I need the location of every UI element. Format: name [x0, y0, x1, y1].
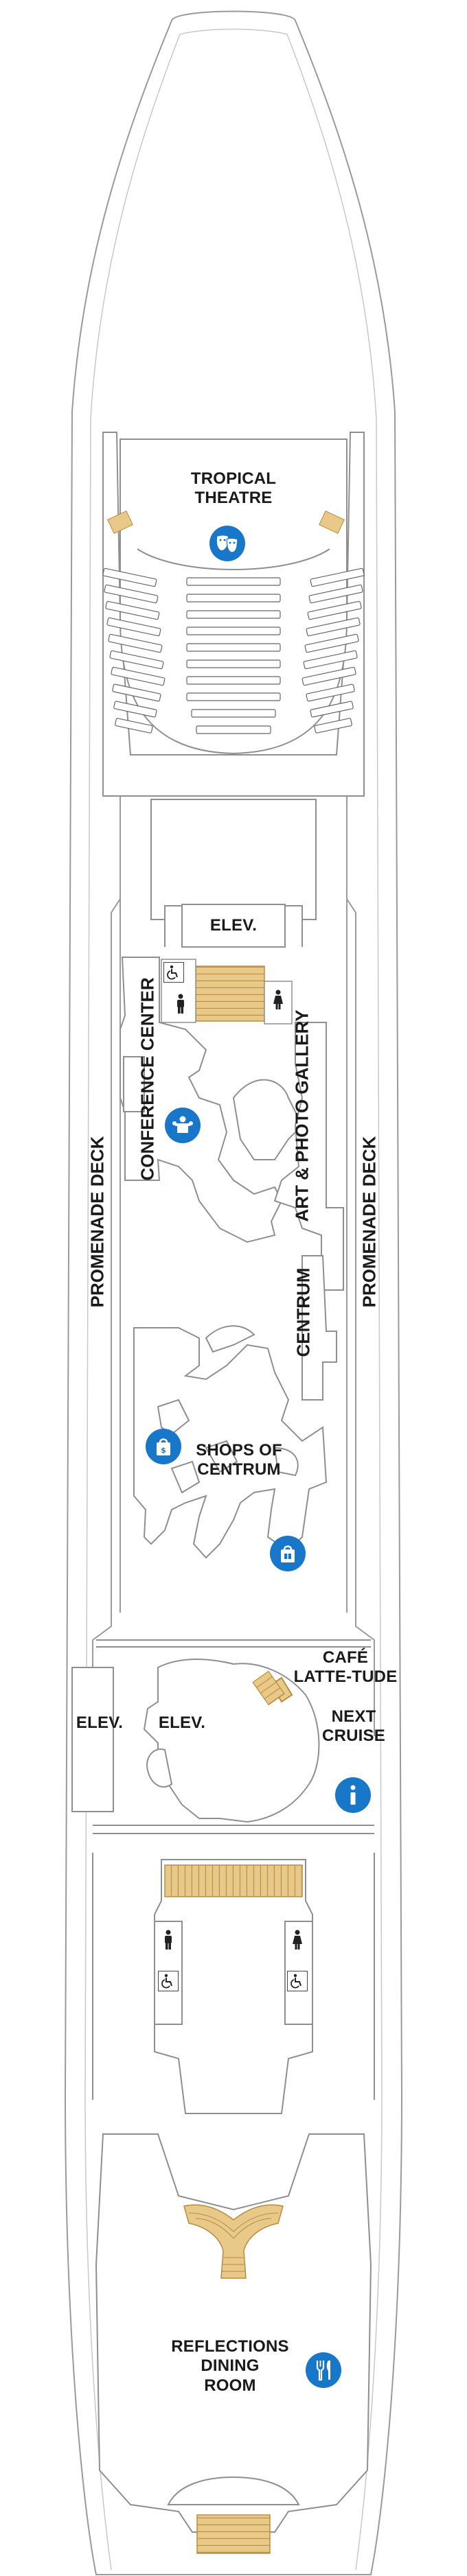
restroom-women-icon [287, 1930, 308, 1950]
theatre-seat-row [186, 627, 281, 635]
centrum-label: CENTRUM [293, 1267, 314, 1357]
theatre-seat-row [186, 692, 281, 701]
theatre-seat-row [301, 666, 356, 686]
gift-bag-icon [270, 1536, 306, 1571]
shops-area [133, 1325, 328, 1559]
theatre-seat-row [306, 617, 361, 637]
accessible-icon [163, 962, 184, 983]
theatre-seat-row [186, 610, 281, 619]
shops-of-centrum-label: SHOPS OF CENTRUM [196, 1441, 282, 1479]
dining-room-area [95, 2133, 372, 2533]
stairs-upper [195, 965, 265, 1022]
promenade-deck-left-label: PROMENADE DECK [87, 1136, 108, 1308]
theatre-seat-row [307, 600, 362, 620]
theatre-seat-row [106, 617, 161, 637]
theatre-seat-row [105, 600, 160, 620]
theatre-seat-row [306, 683, 355, 702]
theatre-seat-row [310, 567, 365, 587]
theatre-seat-row [186, 676, 281, 685]
conference-center-label: CONFERENCE CENTER [137, 977, 158, 1181]
theatre-seat-row [186, 659, 281, 668]
theatre-seat-row [196, 725, 271, 734]
restroom-men-icon [158, 1930, 179, 1950]
theatre-seat-row [115, 718, 153, 734]
hull-inner-line [179, 28, 383, 2571]
theatre-seat-row [111, 666, 166, 686]
theatre-room [102, 432, 365, 797]
elevator-label-top: ELEV. [209, 916, 258, 935]
art-gallery-area [273, 1022, 344, 1401]
accessible-icon [158, 1971, 179, 1991]
theatre-seat-row [186, 594, 281, 602]
stairs-aft [196, 2514, 271, 2554]
accessible-icon [287, 1971, 308, 1991]
theatre-seat-row [109, 650, 164, 670]
elevator-lobby-top [150, 799, 317, 948]
svg-text:$: $ [161, 1446, 166, 1455]
shopping-bag-icon: $ [146, 1429, 181, 1464]
theatre-seat-row [104, 584, 159, 604]
grand-staircase [183, 2204, 284, 2279]
elevator-label-left: ELEV. [76, 1713, 124, 1732]
theatre-seat-row [303, 650, 358, 670]
theatre-seat-row [191, 709, 276, 718]
theatre-seating [102, 567, 365, 734]
restroom-men-icon [170, 994, 191, 1014]
theatre-seat-row [304, 633, 359, 653]
theatre-seat-row [310, 701, 354, 718]
cafe-latte-tude-label: CAFÉ LATTE-TUDE [293, 1648, 398, 1687]
dining-icon [306, 2352, 341, 2388]
elevator-lobby-lower [71, 1659, 320, 1823]
theatre-seat-row [308, 584, 363, 604]
conference-center-area [119, 957, 304, 1243]
elevator-label-center: ELEV. [158, 1713, 206, 1732]
theatre-masks-icon [209, 526, 245, 561]
theatre-seat-row [186, 577, 281, 586]
theatre-seat-row [113, 701, 157, 718]
stairs-lower [164, 1864, 303, 1897]
reflections-dining-room-label: REFLECTIONS DINING ROOM [171, 2337, 289, 2395]
theatre-seat-row [186, 643, 281, 652]
restroom-women-icon [268, 990, 288, 1010]
theatre-seat-row [108, 633, 163, 653]
promenade-deck-right-label: PROMENADE DECK [358, 1136, 380, 1308]
next-cruise-label: NEXT CRUISE [322, 1707, 385, 1746]
conference-icon [165, 1108, 201, 1143]
art-photo-gallery-label: ART & PHOTO GALLERY [291, 1009, 312, 1222]
theatre-seat-row [112, 683, 161, 702]
info-icon [335, 1777, 371, 1813]
tropical-theatre-label: TROPICAL THEATRE [190, 469, 277, 508]
theatre-seat-row [102, 567, 157, 587]
theatre-seat-row [314, 718, 352, 734]
